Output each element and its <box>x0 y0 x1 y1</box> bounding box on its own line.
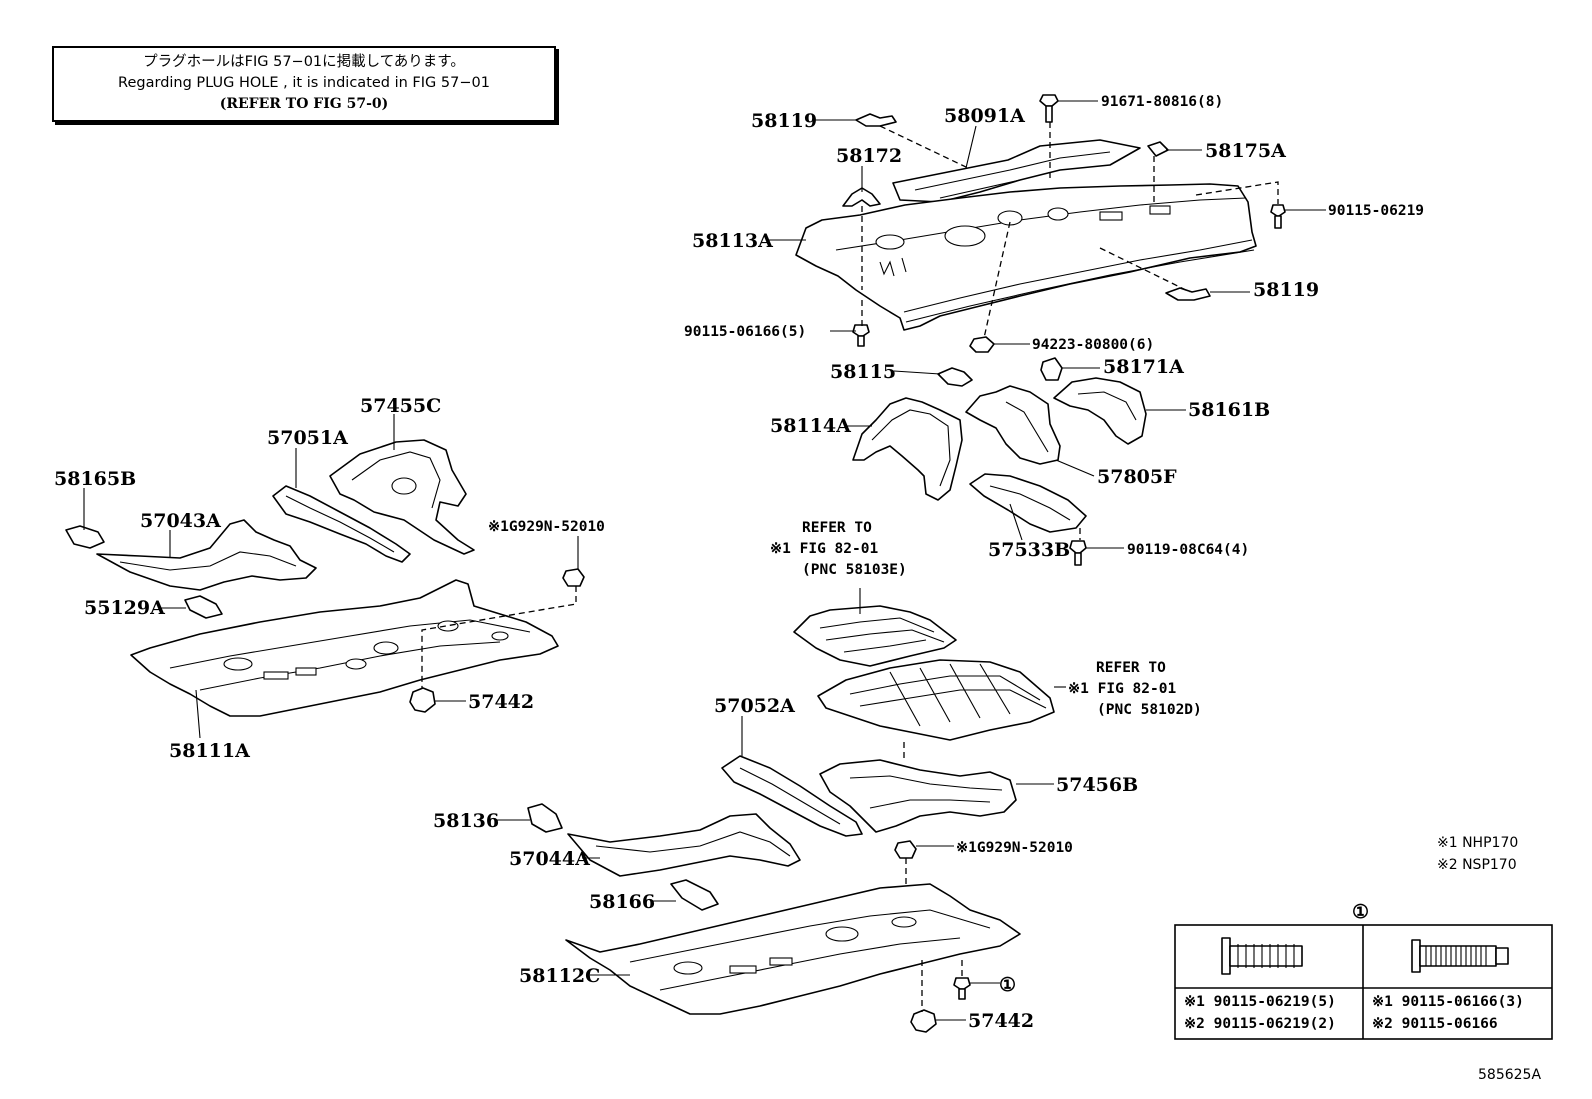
note-line-japanese: プラグホールはFIG 57−01に掲載してあります。 <box>143 54 465 70</box>
part-58102D-plate-drawing[interactable] <box>817 659 1055 741</box>
assembly-lines <box>421 122 1279 1012</box>
refer-b-line2: ※1 FIG 82-01 <box>1068 681 1176 697</box>
bolt-coarse-thread-icon <box>1221 937 1303 975</box>
nut-G929N-right-drawing[interactable] <box>894 840 917 859</box>
label-57805F: 57805F <box>1097 466 1177 488</box>
leader-lines <box>83 100 1326 1021</box>
bolt-table: ① ※1 90115-06219(5) ※2 90115-06219(2) ※1… <box>1174 901 1553 1040</box>
label-58112C: 58112C <box>519 965 600 987</box>
part-58114A-drawing[interactable] <box>852 397 963 501</box>
label-94223-80800: 94223-80800(6) <box>1032 337 1154 353</box>
label-58136: 58136 <box>433 810 499 832</box>
label-58165B: 58165B <box>54 468 136 490</box>
label-57051A: 57051A <box>267 427 348 449</box>
label-57455C: 57455C <box>360 395 441 417</box>
part-58136-drawing[interactable] <box>527 803 563 833</box>
bolt-table-title: ① <box>1352 901 1369 923</box>
bolt-90115-06219-drawing[interactable] <box>1270 204 1286 229</box>
part-58175A-drawing[interactable] <box>1147 141 1169 157</box>
note-line-refer: (REFER TO FIG 57-0) <box>219 96 389 112</box>
refer-a-line2: ※1 FIG 82-01 <box>770 541 878 557</box>
part-58172-drawing[interactable] <box>842 187 881 207</box>
label-58171A: 58171A <box>1103 356 1184 378</box>
part-55129A-drawing[interactable] <box>184 595 223 619</box>
nut-G929N-left-drawing[interactable] <box>562 568 585 587</box>
bolt-table-right-row2: ※2 90115-06166 <box>1372 1016 1498 1032</box>
part-58111A-drawing[interactable] <box>130 579 559 717</box>
nut-57442-left-drawing[interactable] <box>409 687 436 713</box>
bolt-91671-drawing[interactable] <box>1039 94 1059 123</box>
label-58119-top: 58119 <box>751 110 817 132</box>
part-58165B-drawing[interactable] <box>65 525 105 549</box>
note-line-english: Regarding PLUG HOLE , it is indicated in… <box>118 75 490 91</box>
part-57043A-drawing[interactable] <box>96 519 317 591</box>
label-58114A: 58114A <box>770 415 851 437</box>
part-58115-drawing[interactable] <box>937 367 973 387</box>
label-57052A: 57052A <box>714 695 795 717</box>
nut-57442-bottom-drawing[interactable] <box>910 1009 937 1033</box>
bolt-90119-drawing[interactable] <box>1069 540 1087 566</box>
label-90115-06219: 90115-06219 <box>1328 203 1424 219</box>
part-58103E-plate-drawing[interactable] <box>793 605 957 667</box>
plug-hole-note: プラグホールはFIG 57−01に掲載してあります。 Regarding PLU… <box>52 46 556 122</box>
part-58119-top-drawing[interactable] <box>855 113 897 127</box>
part-58119-right-drawing[interactable] <box>1165 287 1211 301</box>
refer-a-line1: REFER TO <box>802 520 872 536</box>
bolt-90115-06166-drawing[interactable] <box>852 324 870 347</box>
label-circle1-bolt: ① <box>999 974 1016 996</box>
label-55129A: 55129A <box>84 597 165 619</box>
legend-model-1: ※1 NHP170 <box>1437 835 1518 851</box>
refer-b-line3: (PNC 58102D) <box>1097 702 1202 718</box>
part-57805F-drawing[interactable] <box>965 385 1061 465</box>
label-58091A: 58091A <box>944 105 1025 127</box>
part-57051A-drawing[interactable] <box>272 485 411 563</box>
label-58113A: 58113A <box>692 230 773 252</box>
part-57044A-drawing[interactable] <box>567 813 801 877</box>
refer-a-line3: (PNC 58103E) <box>802 562 907 578</box>
label-91671-80816: 91671-80816(8) <box>1101 94 1223 110</box>
part-58171A-drawing[interactable] <box>1040 357 1063 381</box>
part-57533B-drawing[interactable] <box>969 473 1087 533</box>
refer-b-line1: REFER TO <box>1096 660 1166 676</box>
label-57456B: 57456B <box>1056 774 1138 796</box>
label-58115: 58115 <box>830 361 896 383</box>
part-57456B-drawing[interactable] <box>819 759 1017 833</box>
label-G929N-left: ※1G929N-52010 <box>488 519 605 535</box>
bolt-table-left-row2: ※2 90115-06219(2) <box>1184 1016 1336 1032</box>
bolt-circle1-drawing[interactable] <box>953 977 971 1000</box>
label-90119-08C64: 90119-08C64(4) <box>1127 542 1249 558</box>
label-57533B: 57533B <box>988 539 1070 561</box>
label-57442-bottom: 57442 <box>968 1010 1034 1032</box>
label-57043A: 57043A <box>140 510 221 532</box>
part-58112C-drawing[interactable] <box>565 883 1021 1015</box>
label-G929N-right: ※1G929N-52010 <box>956 840 1073 856</box>
part-57052A-drawing[interactable] <box>721 755 863 837</box>
legend-model-2: ※2 NSP170 <box>1437 857 1517 873</box>
label-58166: 58166 <box>589 891 655 913</box>
label-58111A: 58111A <box>169 740 250 762</box>
part-58166-drawing[interactable] <box>670 879 719 911</box>
label-90115-06166: 90115-06166(5) <box>684 324 806 340</box>
label-58161B: 58161B <box>1188 399 1270 421</box>
label-58119-right: 58119 <box>1253 279 1319 301</box>
label-58175A: 58175A <box>1205 140 1286 162</box>
figure-id: 585625A <box>1478 1067 1541 1083</box>
bolt-fine-thread-icon <box>1411 939 1509 973</box>
bolt-table-right-row1: ※1 90115-06166(3) <box>1372 994 1524 1010</box>
label-58172: 58172 <box>836 145 902 167</box>
bolt-table-left-row1: ※1 90115-06219(5) <box>1184 994 1336 1010</box>
part-57455C-drawing[interactable] <box>329 439 475 555</box>
nut-94223-drawing[interactable] <box>969 336 995 353</box>
part-58113A-drawing[interactable] <box>795 183 1257 331</box>
label-57442-left: 57442 <box>468 691 534 713</box>
label-57044A: 57044A <box>509 848 590 870</box>
part-58161B-drawing[interactable] <box>1053 377 1147 445</box>
